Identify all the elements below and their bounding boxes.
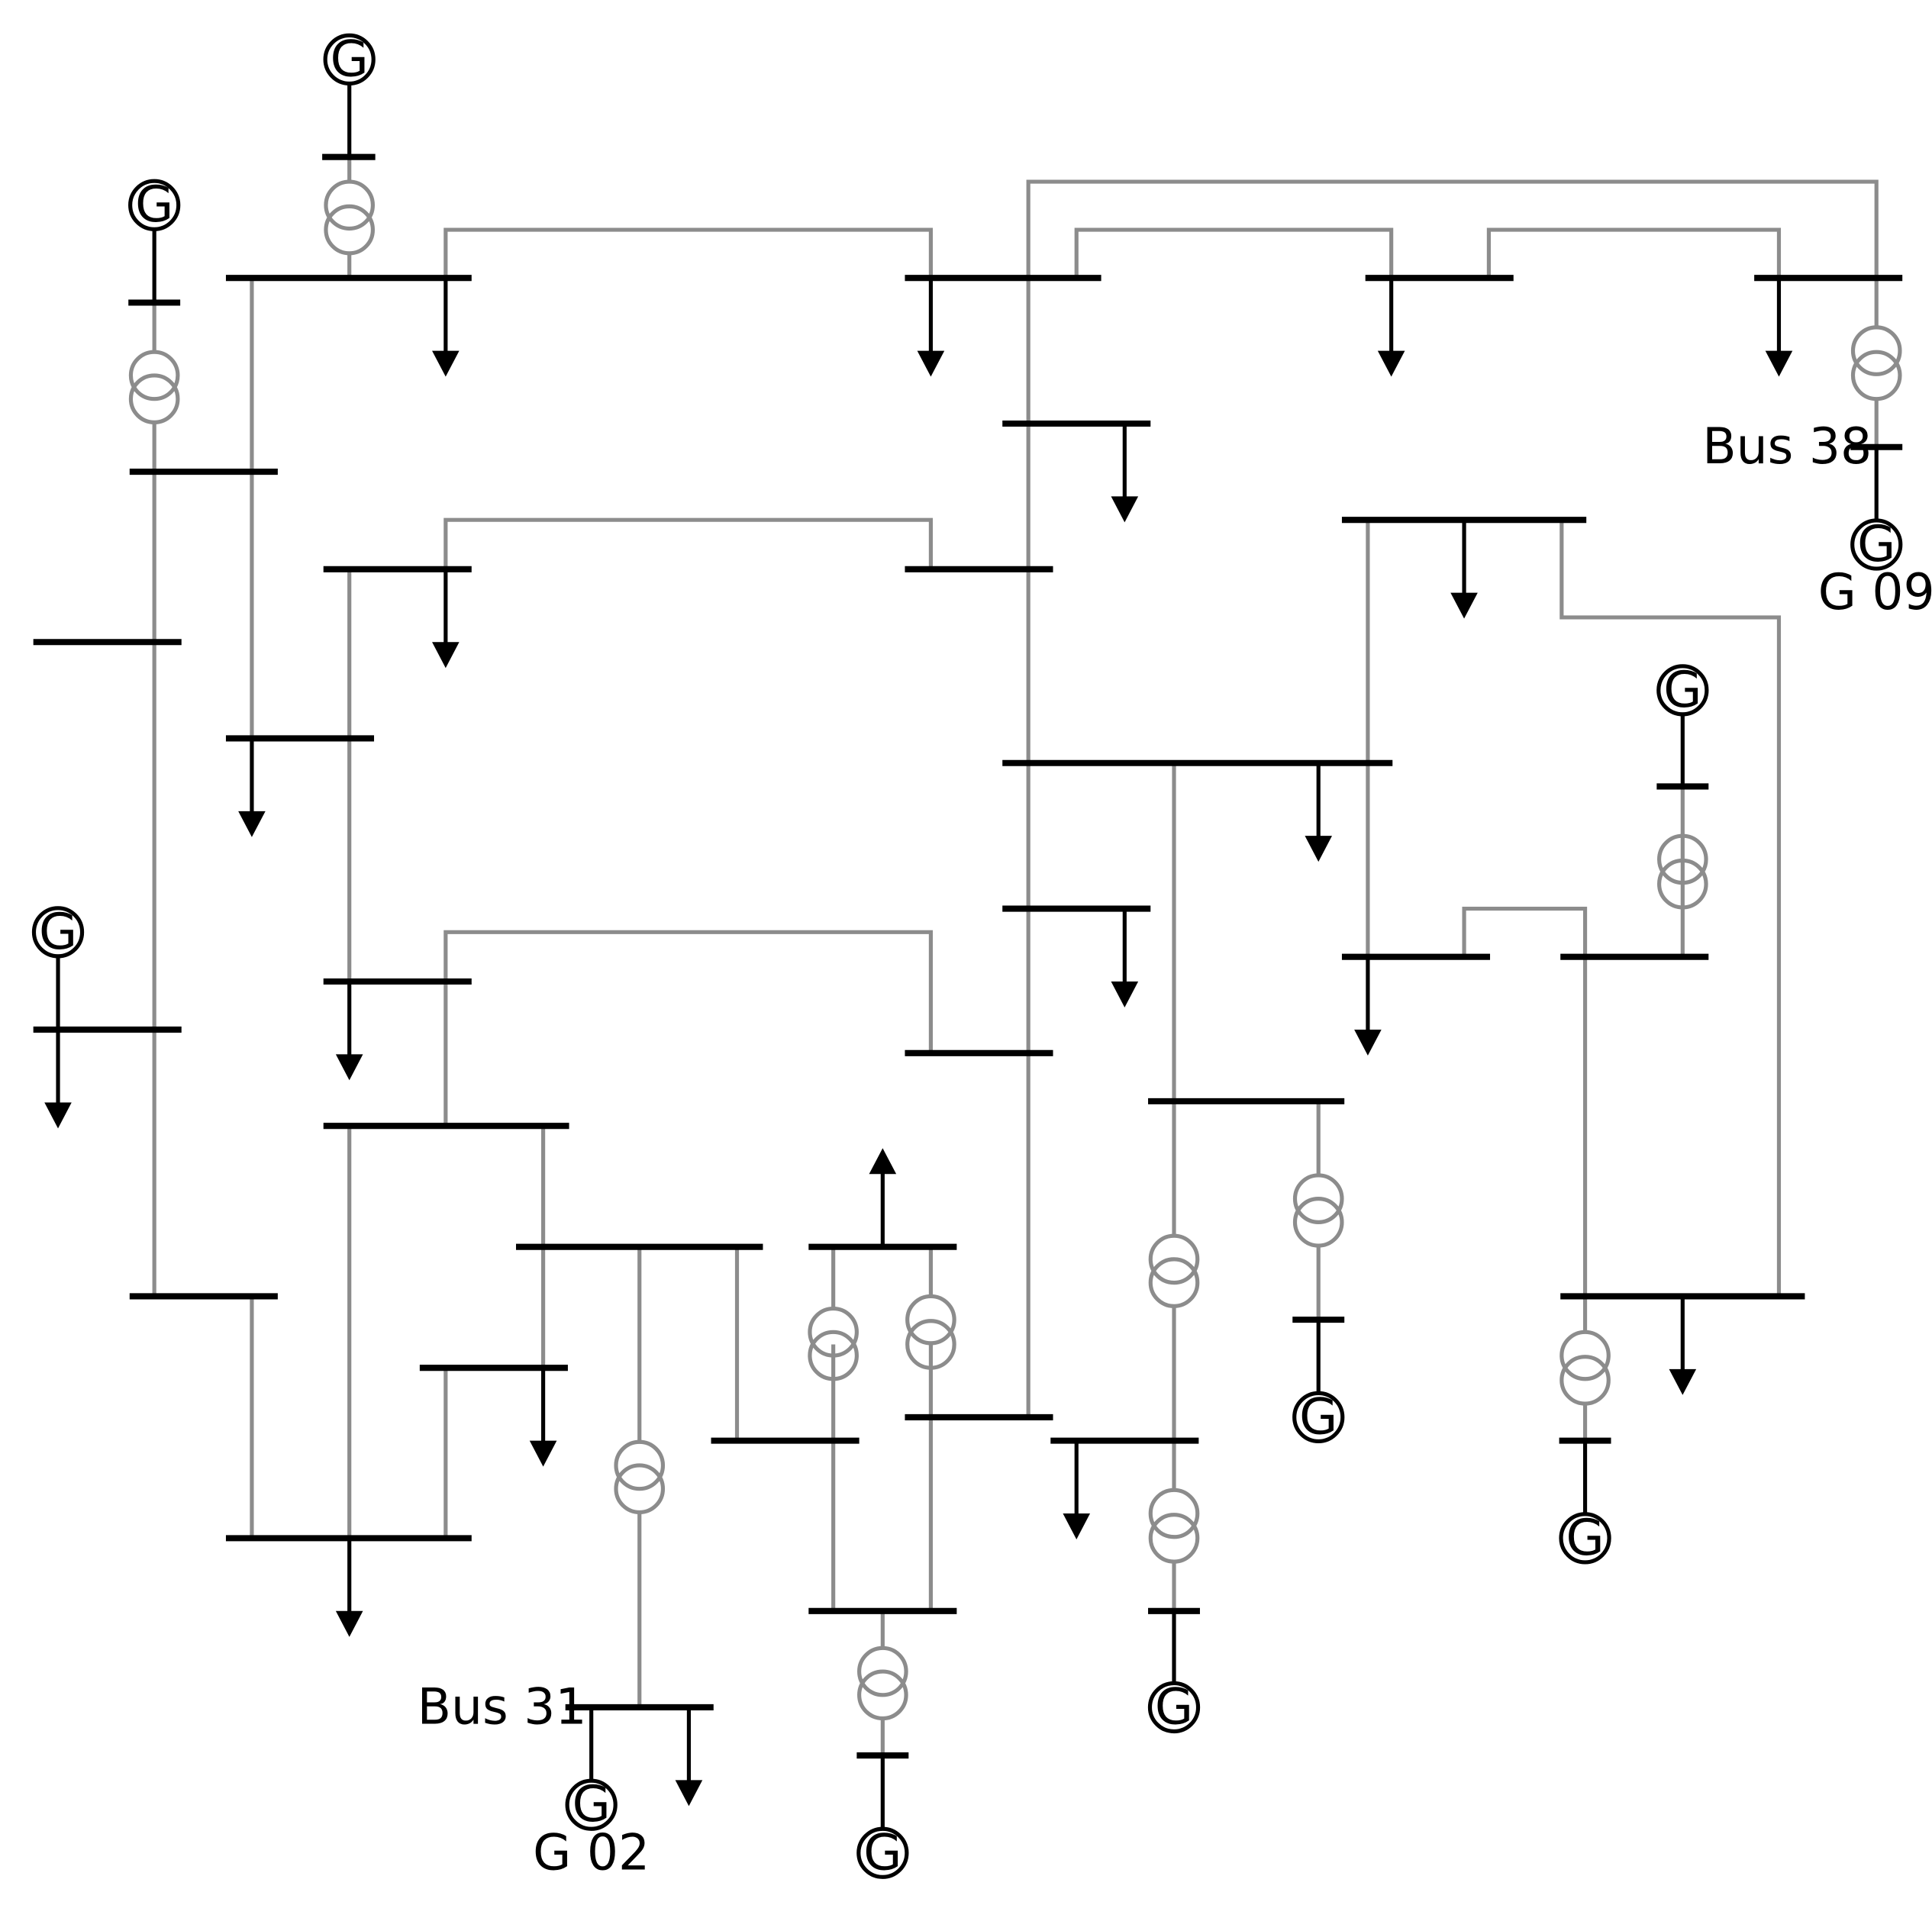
load-arrow-icon	[1669, 1296, 1697, 1395]
generator-icon: G	[856, 1824, 909, 1881]
g09-label: G 09	[1818, 564, 1932, 621]
load-arrow-icon	[1111, 424, 1139, 523]
transformer-icon	[808, 1246, 859, 1381]
load-arrow-icon	[1111, 908, 1139, 1007]
transformer-icon	[614, 1439, 666, 1515]
load-arrow-icon	[44, 1030, 72, 1129]
busbars	[33, 275, 1903, 1710]
generator-icon: G	[1559, 1510, 1611, 1567]
g02-label: G 02	[533, 1824, 650, 1881]
load-arrow-icon	[238, 738, 266, 837]
svg-text:G: G	[331, 31, 369, 88]
svg-text:G: G	[573, 1776, 611, 1833]
line-g	[443, 517, 933, 569]
generator-icon: G	[1656, 662, 1709, 719]
load-arrow-icon	[917, 278, 945, 377]
load-arrow-icon	[1354, 956, 1382, 1056]
svg-text:G: G	[39, 904, 77, 961]
transformer-icon	[1850, 325, 1902, 447]
generator-icon: G	[1850, 516, 1903, 573]
line-b	[1026, 179, 1879, 1417]
line-t	[1462, 906, 1588, 1333]
line-i	[443, 930, 933, 1127]
svg-text:G: G	[863, 1824, 901, 1881]
load-arrow-icon	[1377, 278, 1405, 377]
load-arrow-icon	[1063, 1440, 1091, 1540]
generator-icon: G	[128, 176, 181, 234]
transformer-icon	[1559, 1330, 1611, 1441]
transformer-icon	[1148, 1233, 1200, 1308]
line-a	[443, 227, 933, 279]
load-arrow-icon	[869, 1148, 897, 1247]
transformer-icon	[857, 1610, 908, 1756]
generators: G G G G G G G G G G	[31, 31, 1903, 1881]
transmission-lines	[152, 179, 1879, 1707]
load-arrow-icon	[432, 569, 460, 669]
svg-text:G: G	[135, 176, 173, 234]
generator-icon: G	[31, 904, 85, 961]
transformers	[128, 156, 1902, 1756]
load-arrow-icon	[529, 1368, 557, 1467]
generator-connections	[56, 84, 1903, 1829]
load-arrow-icon	[1305, 762, 1333, 862]
svg-text:G: G	[1155, 1678, 1193, 1736]
line-c	[1074, 227, 1394, 279]
bus-38-label: Bus 38	[1702, 418, 1872, 475]
transformer-icon	[1656, 786, 1708, 910]
loads	[44, 278, 1793, 1807]
load-arrow-icon	[335, 982, 363, 1081]
generator-icon: G	[1292, 1388, 1345, 1446]
generator-icon: G	[565, 1776, 618, 1833]
svg-text:G: G	[1566, 1510, 1604, 1567]
transformer-icon	[324, 156, 375, 279]
load-arrow-icon	[335, 1538, 363, 1637]
line-s	[1559, 520, 1782, 1297]
transformer-icon	[1292, 1173, 1344, 1320]
svg-text:G: G	[1857, 516, 1895, 573]
generator-icon: G	[1147, 1678, 1201, 1736]
labels: Bus 38 G 09 Bus 31 G 02	[418, 418, 1932, 1881]
load-arrow-icon	[1450, 520, 1478, 619]
svg-text:G: G	[1663, 662, 1701, 719]
generator-icon: G	[323, 31, 376, 88]
bus-31-label: Bus 31	[418, 1678, 587, 1736]
svg-text:G: G	[1299, 1388, 1337, 1446]
transformer-icon	[1148, 1488, 1200, 1611]
load-arrow-icon	[1765, 278, 1793, 377]
line-d	[1486, 227, 1782, 279]
transformer-icon	[128, 302, 180, 424]
load-arrow-icon	[675, 1707, 703, 1807]
load-arrow-icon	[432, 278, 460, 377]
transformer-icon	[905, 1246, 956, 1370]
